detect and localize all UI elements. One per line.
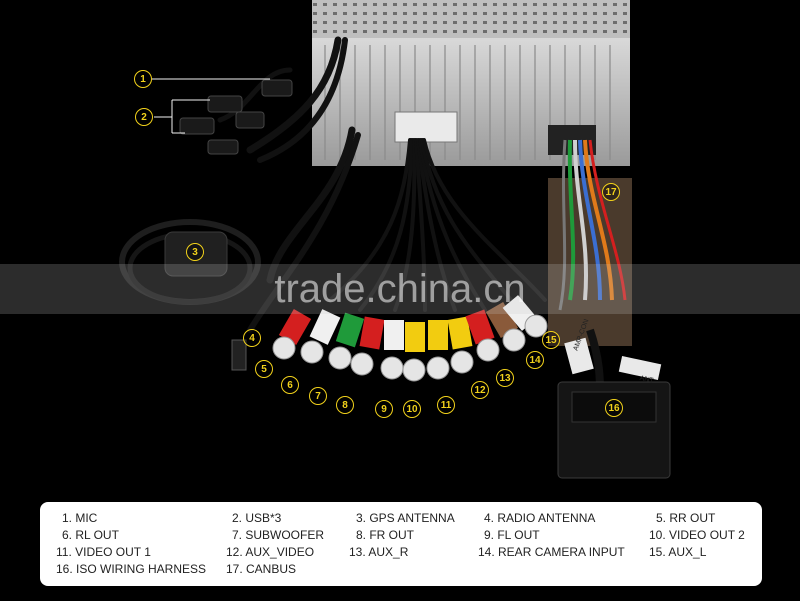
- canbus-module: [548, 139, 632, 346]
- usb-mic-connectors: [179, 79, 293, 155]
- rca-connectors: [272, 295, 548, 382]
- rca-rl-out: [300, 309, 341, 364]
- callout-6-rl-out: 6: [281, 376, 299, 394]
- legend-item-fl-out: 9. FL OUT: [484, 528, 540, 542]
- callout-17-canbus: 17: [602, 183, 620, 201]
- callout-16-iso-harness: 16: [605, 399, 623, 417]
- car-stereo-wiring-photo: AMP-CON ANT: [119, 0, 671, 479]
- legend-item-usb: 2. USB*3: [232, 511, 282, 525]
- rca-video-out-2: [402, 322, 426, 382]
- legend-item-rear-camera-input: 14. REAR CAMERA INPUT: [478, 545, 625, 559]
- legend-item-aux-video: 12. AUX_VIDEO: [226, 545, 315, 559]
- rca-subwoofer: [328, 312, 365, 370]
- head-unit-chassis: [312, 0, 630, 166]
- iso-wiring-harness: [557, 328, 671, 479]
- watermark: trade.china.cn: [0, 264, 800, 314]
- legend-item-video-out-1: 11. VIDEO OUT 1: [56, 545, 151, 559]
- ant-label: ANT: [639, 375, 655, 385]
- legend-item-rr-out: 5. RR OUT: [656, 511, 716, 525]
- callout-lines: [152, 78, 270, 134]
- legend-item-subwoofer: 7. SUBWOOFER: [232, 528, 325, 542]
- rca-video-out-1: [426, 320, 450, 380]
- rca-fr-out: [350, 316, 385, 376]
- callout-12-aux-video: 12: [471, 381, 489, 399]
- callout-8-fr-out: 8: [336, 396, 354, 414]
- rca-fl-out: [380, 320, 404, 380]
- legend-item-video-out-2: 10. VIDEO OUT 2: [649, 528, 745, 542]
- callout-7-subwoofer: 7: [309, 387, 327, 405]
- legend-item-radio-antenna: 4. RADIO ANTENNA: [484, 511, 596, 525]
- callout-3-gps-antenna: 3: [186, 243, 204, 261]
- callout-13-aux-r: 13: [496, 369, 514, 387]
- radio-antenna-plug: [231, 339, 247, 371]
- legend-item-rl-out: 6. RL OUT: [62, 528, 119, 542]
- callout-14-rear-camera: 14: [526, 351, 544, 369]
- legend-panel: 1. MIC 2. USB*3 3. GPS ANTENNA 4. RADIO …: [40, 502, 762, 586]
- callout-15-aux-l: 15: [542, 331, 560, 349]
- legend-item-aux-r: 13. AUX_R: [349, 545, 409, 559]
- legend-item-fr-out: 8. FR OUT: [356, 528, 415, 542]
- rca-aux-video: [447, 316, 474, 374]
- callout-4-radio-antenna: 4: [243, 329, 261, 347]
- rca-aux-r: [465, 309, 500, 362]
- rca-rear-camera: [485, 302, 526, 352]
- legend-item-gps-antenna: 3. GPS ANTENNA: [356, 511, 455, 525]
- rca-aux-l: [502, 295, 548, 338]
- rca-rr-out: [272, 309, 312, 360]
- callout-10-video-out-2: 10: [403, 400, 421, 418]
- legend-item-mic: 1. MIC: [62, 511, 98, 525]
- legend-item-canbus: 17. CANBUS: [226, 562, 297, 576]
- legend-item-aux-l: 15. AUX_L: [649, 545, 707, 559]
- legend-item-iso-wiring-harness: 16. ISO WIRING HARNESS: [56, 562, 207, 576]
- callout-11-video-out-1: 11: [437, 396, 455, 414]
- harness-cables: [217, 36, 547, 333]
- callout-5-rr-out: 5: [255, 360, 273, 378]
- callout-1-mic: 1: [134, 70, 152, 88]
- callout-2-usb: 2: [135, 108, 153, 126]
- callout-9-fl-out: 9: [375, 400, 393, 418]
